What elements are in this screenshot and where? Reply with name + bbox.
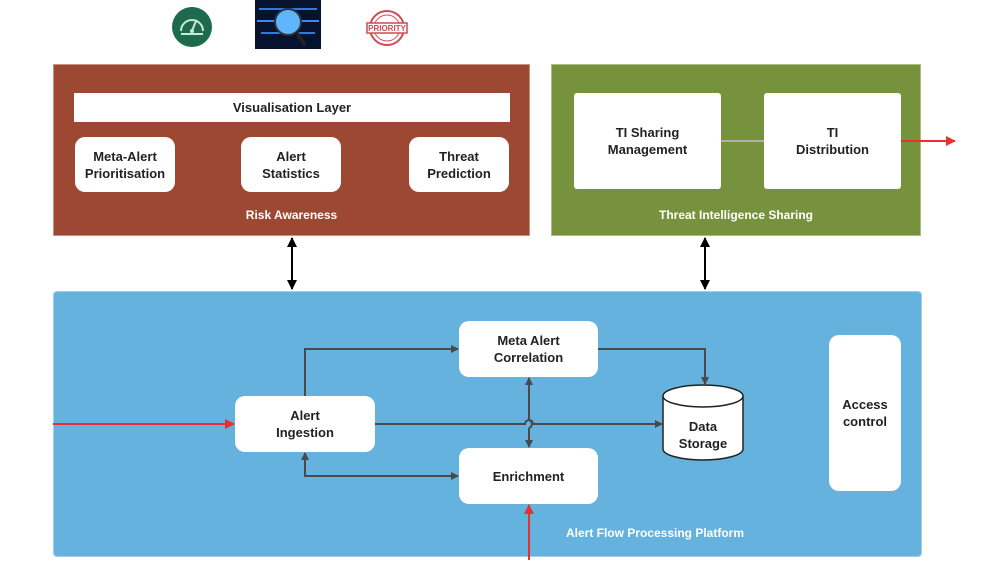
- speedometer-icon: [172, 7, 212, 47]
- enrichment-node[interactable]: Enrichment: [459, 448, 598, 504]
- risk-awareness-title: Risk Awareness: [245, 208, 338, 222]
- alert-flow-processing-title: Alert Flow Processing Platform: [565, 526, 745, 540]
- visualisation-layer: Visualisation Layer: [74, 93, 510, 122]
- ti-distribution-node[interactable]: TI Distribution: [764, 93, 901, 189]
- magnifier-circuit-icon: [255, 0, 321, 49]
- alert-ingestion-node[interactable]: Alert Ingestion: [235, 396, 375, 452]
- data-storage-label: Data Storage: [678, 419, 728, 451]
- priority-stamp-icon: PRIORITY: [365, 8, 409, 48]
- meta-alert-correlation-node[interactable]: Meta Alert Correlation: [459, 321, 598, 377]
- meta-alert-prioritisation-node[interactable]: Meta-Alert Prioritisation: [75, 137, 175, 192]
- threat-intelligence-sharing-title: Threat Intelligence Sharing: [658, 208, 814, 222]
- threat-prediction-node[interactable]: Threat Prediction: [409, 137, 509, 192]
- alert-statistics-node[interactable]: Alert Statistics: [241, 137, 341, 192]
- svg-text:PRIORITY: PRIORITY: [368, 24, 406, 33]
- access-control-node[interactable]: Access control: [829, 335, 901, 491]
- ti-sharing-management-node[interactable]: TI Sharing Management: [574, 93, 721, 189]
